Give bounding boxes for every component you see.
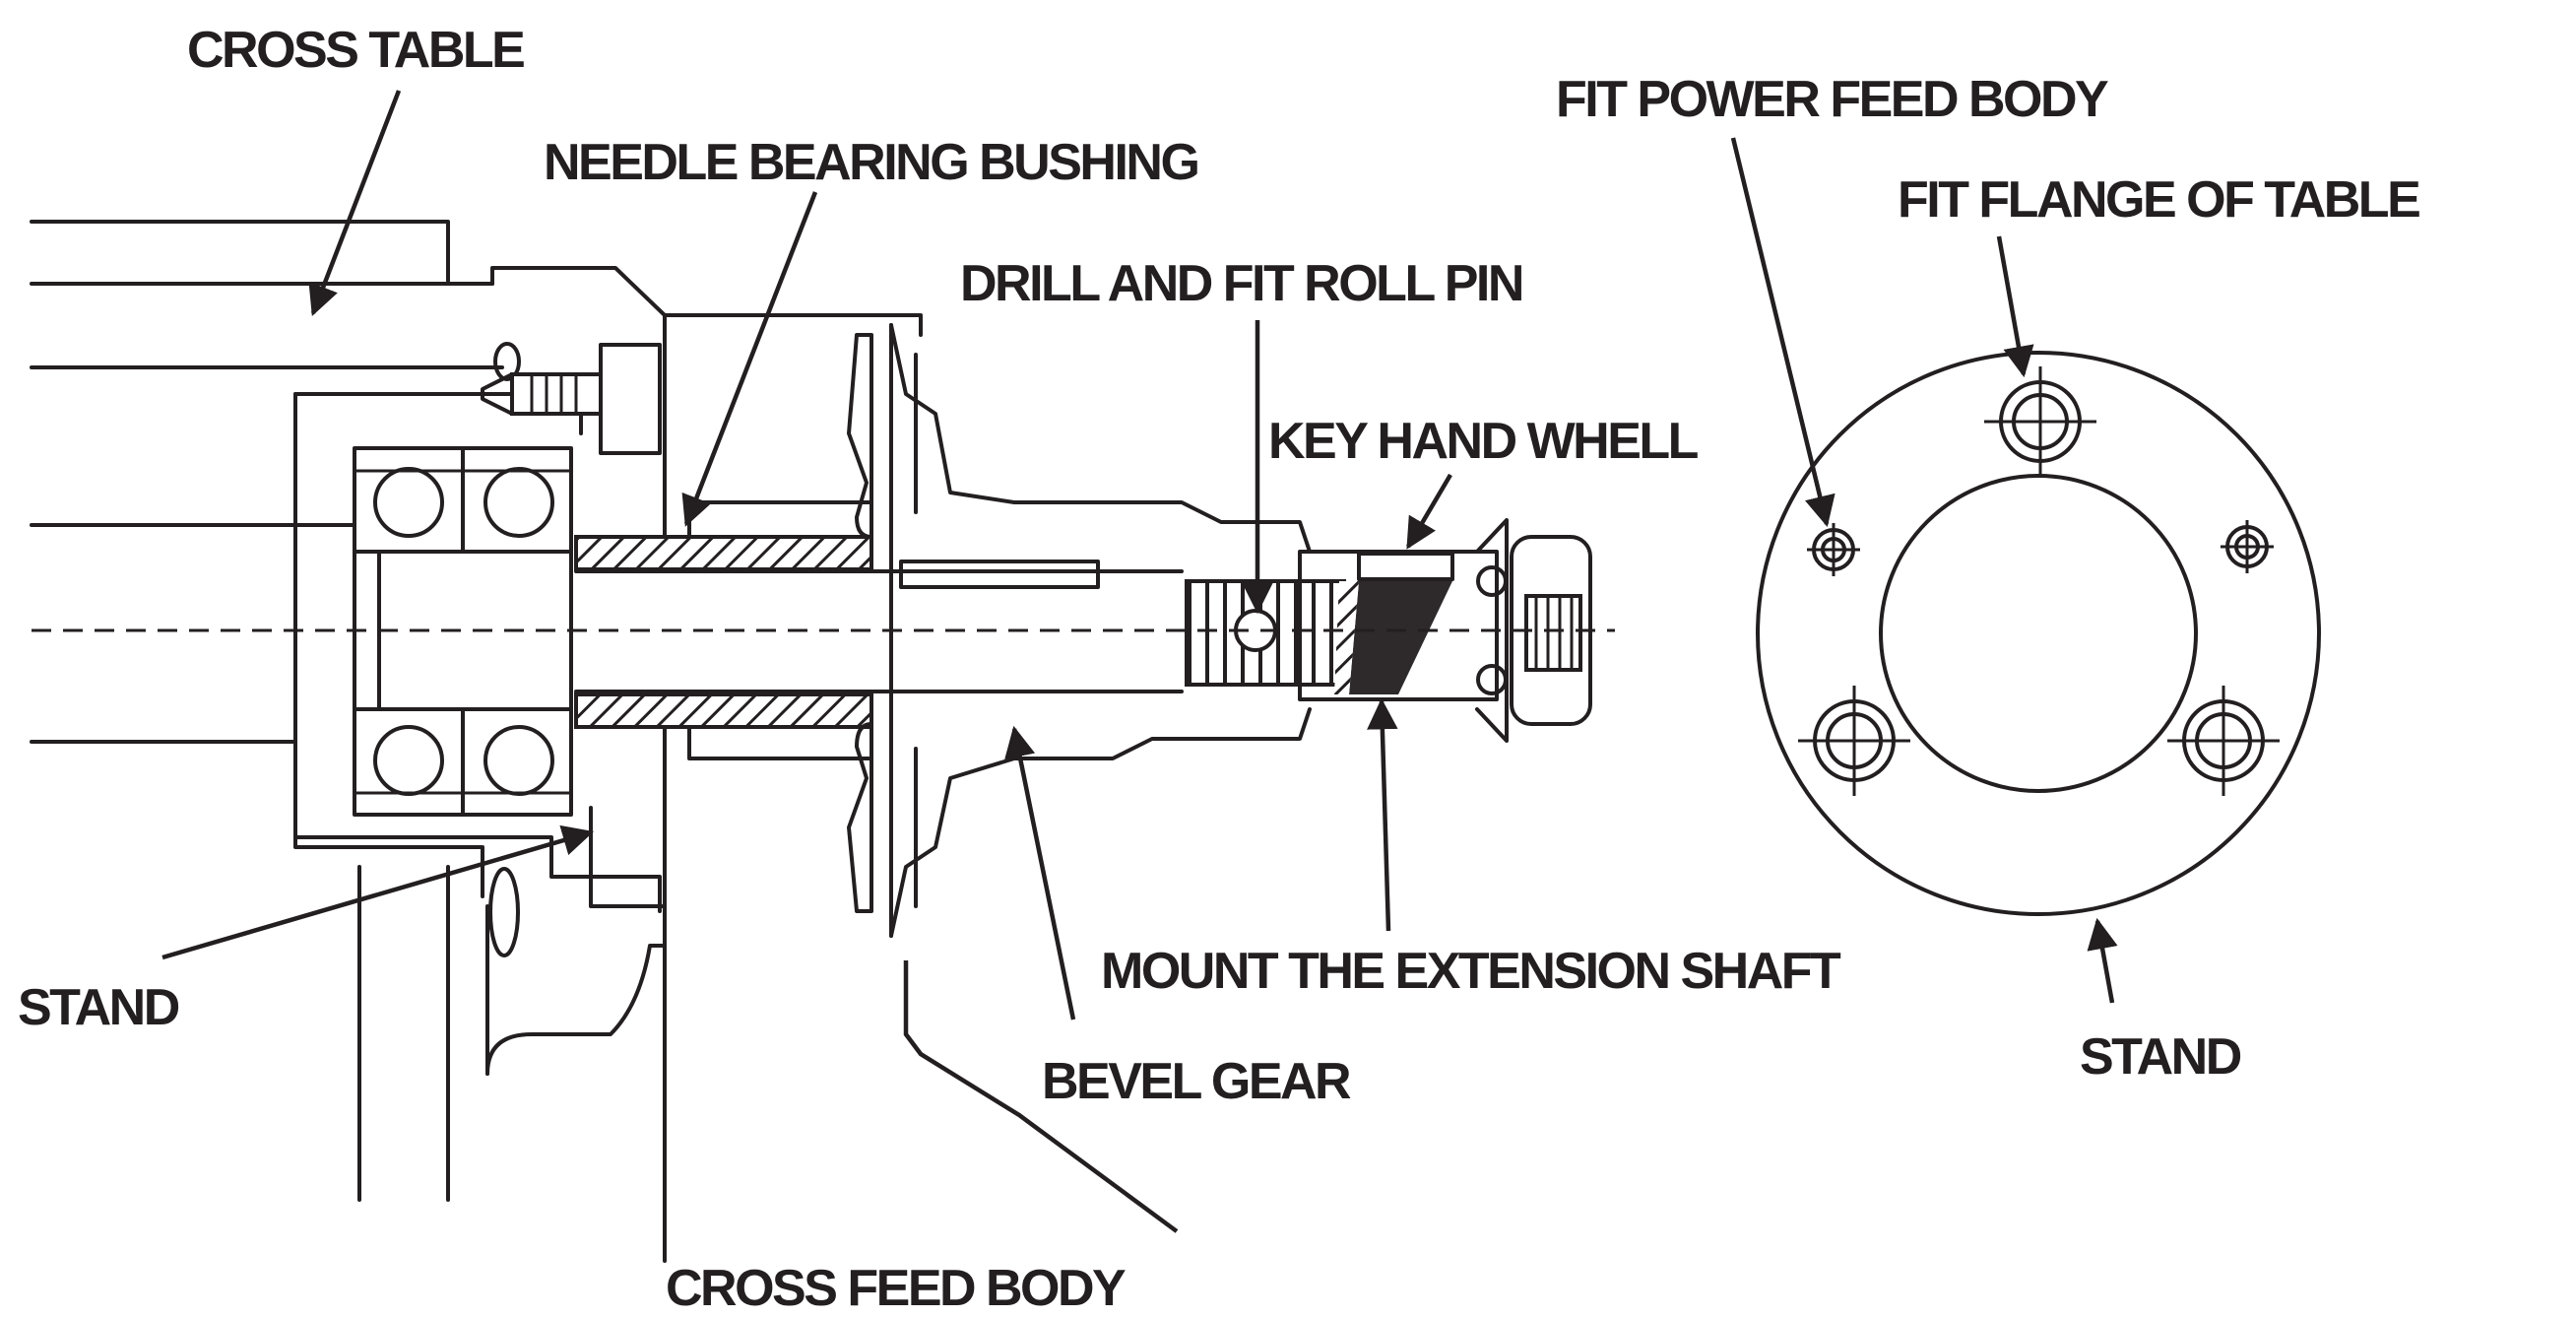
power-feed-hole	[1807, 523, 1860, 576]
label-stand-right: STAND	[2080, 1028, 2241, 1086]
label-fit-flange-of-table: FIT FLANGE OF TABLE	[1898, 171, 2419, 229]
flange-bolt-hole	[1984, 366, 2096, 477]
power-feed-hole	[2221, 520, 2274, 573]
flange-bolt-hole	[1798, 686, 1910, 796]
label-bevel-gear: BEVEL GEAR	[1042, 1053, 1351, 1110]
leader-flange	[1996, 235, 2034, 378]
cross-section-view	[30, 220, 1615, 1263]
bevel-gear	[847, 323, 1312, 938]
main-shaft	[574, 560, 1184, 693]
leader-power-feed	[1730, 137, 1835, 528]
stand-body	[357, 806, 667, 1263]
label-mount-the-extension-shaft: MOUNT THE EXTENSION SHAFT	[1101, 943, 1841, 1000]
leader-lines	[161, 90, 2118, 1233]
label-key-hand-whell: KEY HAND WHELL	[1268, 413, 1699, 470]
label-fit-power-feed-body: FIT POWER FEED BODY	[1556, 71, 2108, 128]
leader-needle-bushing	[681, 191, 818, 527]
leader-cross-feed-body	[903, 960, 1179, 1233]
flange-bolt-hole	[2167, 686, 2280, 796]
needle-bearing-bushing	[574, 535, 873, 729]
extension-shaft-end	[1185, 518, 1592, 743]
leader-cross-table	[308, 90, 402, 316]
leader-stand-right	[2087, 917, 2118, 1004]
flange-end-view	[1756, 351, 2321, 916]
leader-bevel-gear	[1004, 725, 1076, 1021]
cross-table-body	[30, 220, 667, 913]
leader-key-hand-whell	[1406, 473, 1452, 550]
label-drill-and-fit-roll-pin: DRILL AND FIT ROLL PIN	[960, 255, 1522, 312]
leader-stand-left	[161, 824, 595, 960]
label-cross-table: CROSS TABLE	[187, 22, 524, 79]
label-cross-feed-body: CROSS FEED BODY	[666, 1260, 1126, 1317]
label-stand-left: STAND	[18, 979, 179, 1036]
label-needle-bearing-bushing: NEEDLE BEARING BUSHING	[544, 134, 1197, 191]
callout-labels: CROSS TABLE NEEDLE BEARING BUSHING DRILL…	[18, 22, 2422, 1317]
leader-extension-shaft	[1367, 697, 1398, 932]
